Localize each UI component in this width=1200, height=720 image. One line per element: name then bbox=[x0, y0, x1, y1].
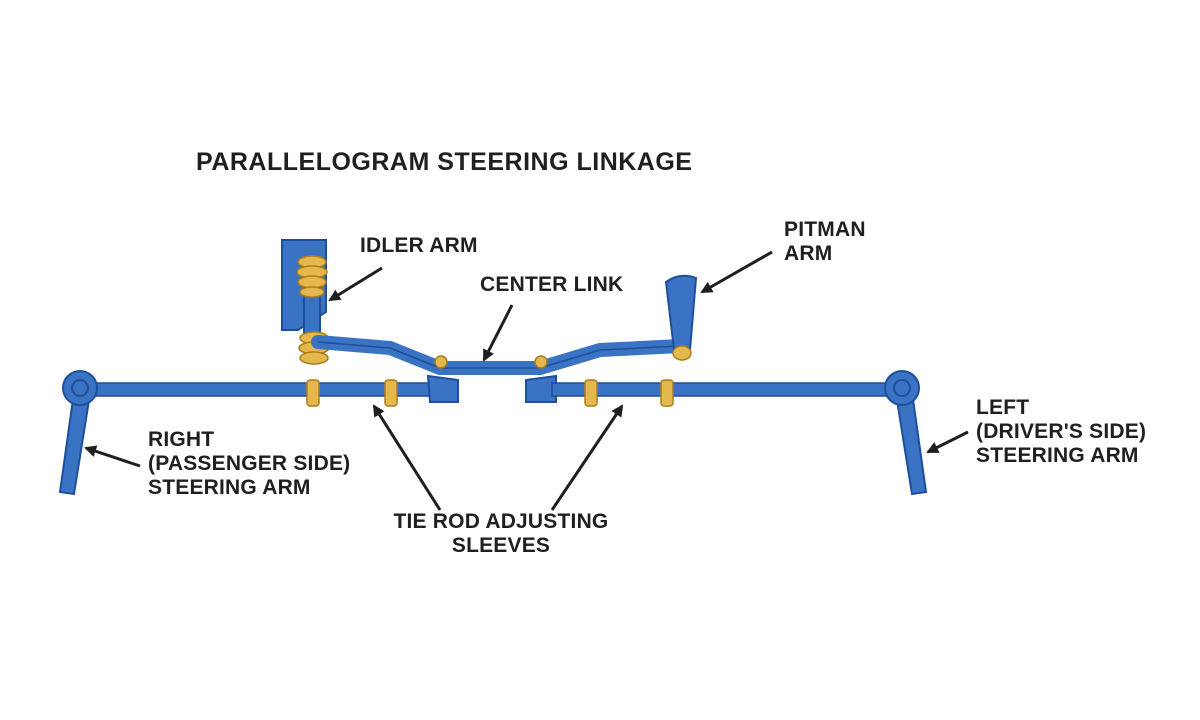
diagram-title: PARALLELOGRAM STEERING LINKAGE bbox=[196, 148, 693, 176]
tie-rod-left bbox=[525, 374, 893, 403]
label-left-line1: LEFT bbox=[976, 396, 1030, 419]
label-tie-rod-sleeves: TIE ROD ADJUSTING SLEEVES bbox=[376, 510, 626, 558]
left-steering-arm bbox=[884, 370, 928, 496]
arrow-left-steering-arm bbox=[926, 430, 969, 454]
arrow-pitman-arm bbox=[700, 250, 773, 294]
arrow-sleeve-right bbox=[372, 404, 442, 511]
label-right-line3: STEERING ARM bbox=[148, 476, 311, 499]
label-right-line2: (PASSENGER SIDE) bbox=[148, 452, 351, 475]
sleeve-clamp-1 bbox=[306, 379, 320, 407]
label-right-steering-arm: RIGHT (PASSENGER SIDE) STEERING ARM bbox=[148, 428, 350, 500]
idler-bushing-upper bbox=[296, 255, 328, 298]
label-pitman-arm-line2: ARM bbox=[784, 242, 833, 265]
label-left-line2: (DRIVER'S SIDE) bbox=[976, 420, 1147, 443]
label-idler-arm: IDLER ARM bbox=[360, 234, 478, 257]
arrow-center-link bbox=[482, 304, 514, 362]
arrow-idler-arm bbox=[328, 266, 383, 302]
sleeve-clamp-3 bbox=[584, 379, 598, 407]
label-sleeves-line2: SLEEVES bbox=[451, 534, 551, 557]
arrow-sleeve-left bbox=[550, 404, 624, 511]
center-link-nut-right bbox=[534, 355, 548, 369]
label-center-link: CENTER LINK bbox=[480, 273, 624, 296]
tie-rod-right bbox=[91, 374, 459, 403]
label-right-line1: RIGHT bbox=[148, 428, 215, 451]
right-steering-arm bbox=[58, 370, 98, 496]
arrow-right-steering-arm bbox=[84, 445, 141, 468]
sleeve-clamp-2 bbox=[384, 379, 398, 407]
label-left-steering-arm: LEFT (DRIVER'S SIDE) STEERING ARM bbox=[976, 396, 1146, 468]
label-pitman-arm-line1: PITMAN bbox=[784, 218, 866, 241]
center-link-nut-left bbox=[434, 355, 448, 369]
label-sleeves-line1: TIE ROD ADJUSTING bbox=[393, 510, 609, 533]
sleeve-clamp-4 bbox=[660, 379, 674, 407]
pitman-arm bbox=[664, 274, 698, 361]
label-left-line3: STEERING ARM bbox=[976, 444, 1139, 467]
label-pitman-arm: PITMAN ARM bbox=[784, 218, 866, 266]
